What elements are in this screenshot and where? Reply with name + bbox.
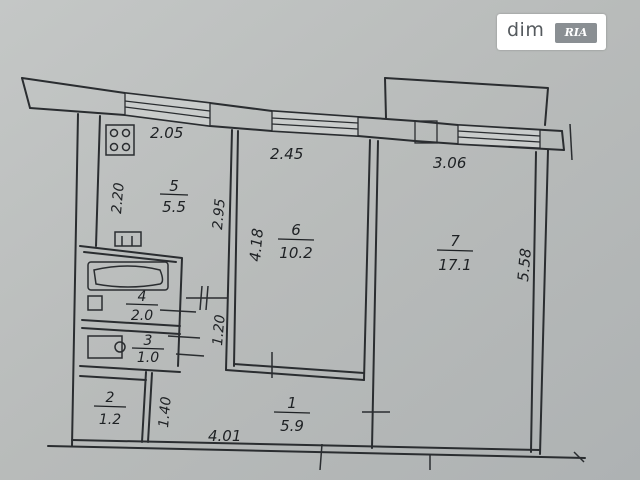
sink — [114, 231, 142, 247]
room-area: 17.1 — [438, 256, 471, 274]
watermark-sub-text: RIA — [555, 23, 597, 43]
left-wall-outer — [71, 113, 79, 447]
room-6-label: 6 10.2 — [277, 221, 315, 262]
watermark-logo-text: dim — [507, 19, 545, 41]
room-5-label: 5 5.5 — [159, 177, 189, 216]
room-2-label: 2 1.2 — [93, 390, 127, 428]
room-4-label: 4 2.0 — [125, 289, 159, 324]
room-7-label: 7 17.1 — [436, 232, 474, 274]
dim-bottom: 4.01 — [208, 427, 241, 445]
room-number: 4 — [138, 289, 147, 305]
dim-top-kitchen: 2.05 — [150, 124, 183, 142]
dim-room6-left: 4.18 — [246, 228, 267, 263]
room-number: 2 — [106, 390, 115, 406]
room-area: 5.5 — [162, 198, 186, 216]
dim-bath-right: 1.20 — [210, 314, 229, 347]
partition-room6-bottom — [225, 369, 365, 381]
left-wall-inner — [95, 115, 101, 247]
window-room7 — [457, 124, 541, 149]
right-wall-inner — [530, 151, 537, 453]
bathroom-outline — [79, 245, 183, 367]
room-area: 10.2 — [279, 244, 312, 262]
room-number: 1 — [287, 394, 297, 412]
partition-kitchen — [225, 129, 233, 371]
partition-bath-wc — [81, 319, 181, 327]
bathtub — [87, 261, 169, 291]
dim-kitchen-right: 2.95 — [210, 198, 229, 231]
room-area: 1.2 — [99, 412, 121, 428]
partition-wc-storage — [79, 365, 181, 373]
room-number: 5 — [169, 177, 179, 195]
right-wall-outer — [539, 149, 549, 455]
room-1-label: 1 5.9 — [273, 394, 311, 435]
room-labels: 5 5.5 6 10.2 7 17.1 4 2.0 3 — [93, 177, 474, 435]
room-area: 5.9 — [280, 417, 304, 435]
dim-top-room7: 3.06 — [433, 154, 466, 172]
dim-room7-right: 5.58 — [514, 248, 535, 283]
dimension-labels: 2.05 2.45 3.06 2.20 2.95 4.18 5.58 1.20 … — [109, 124, 535, 445]
dimria-watermark: dim RIA — [497, 14, 606, 50]
partition-room6 — [363, 139, 371, 381]
stove — [105, 124, 135, 156]
toilet — [87, 335, 123, 359]
balcony-door — [414, 120, 438, 144]
dim-toilet-right: 1.40 — [156, 396, 175, 429]
fixtures — [87, 123, 585, 471]
room-number: 6 — [291, 221, 301, 239]
dim-kitchen-left: 2.20 — [109, 182, 128, 215]
partition-storage — [141, 371, 147, 443]
window-kitchen — [124, 92, 211, 127]
room-area: 2.0 — [131, 308, 153, 324]
windows — [124, 92, 541, 149]
balcony-outline — [384, 77, 549, 126]
room-number: 7 — [450, 232, 460, 250]
room-area: 1.0 — [137, 350, 159, 366]
bottom-wall-outer — [47, 445, 586, 459]
room-3-label: 3 1.0 — [131, 333, 165, 366]
dim-top-room6: 2.45 — [270, 145, 303, 163]
room-number: 3 — [144, 333, 153, 349]
